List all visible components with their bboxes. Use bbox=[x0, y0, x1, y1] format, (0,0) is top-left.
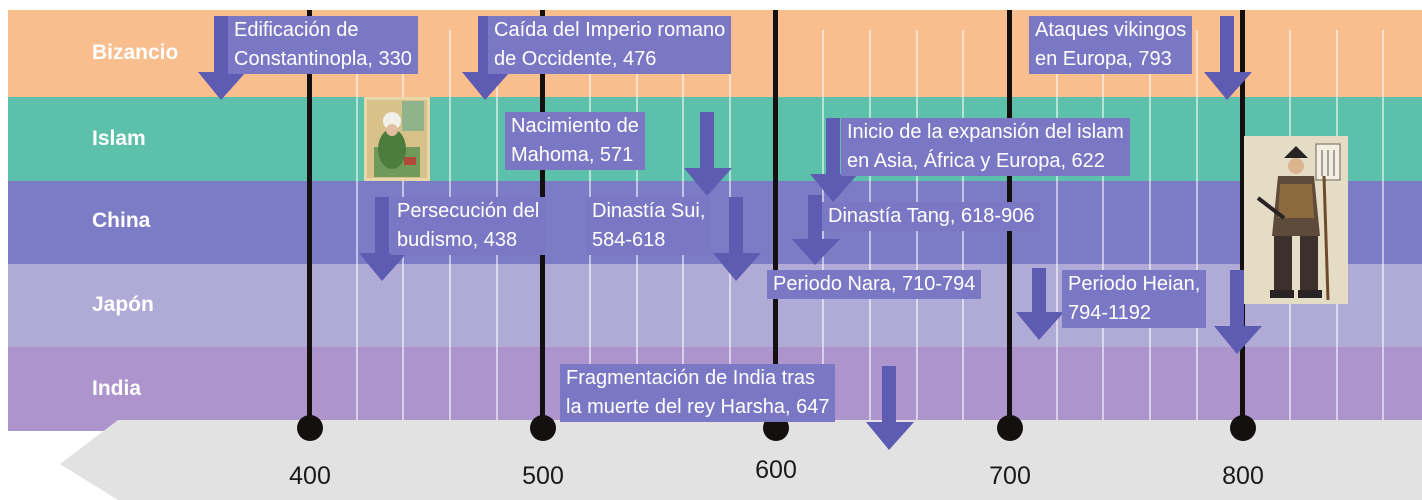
event-mahoma: Nacimiento de Mahoma, 571 bbox=[505, 112, 645, 170]
tick-label-400: 400 bbox=[289, 462, 331, 490]
arrow-india bbox=[866, 366, 914, 450]
event-imperio-romano: Caída del Imperio romano de Occidente, 4… bbox=[488, 16, 732, 74]
arrow-tang bbox=[792, 195, 840, 265]
event-sui-line-2: 584-618 bbox=[592, 229, 666, 251]
axis-dot-500 bbox=[530, 415, 556, 441]
row-label-japon: Japón bbox=[92, 293, 154, 316]
event-vikingos-line-1: Ataques vikingos bbox=[1035, 19, 1187, 41]
tick-label-700: 700 bbox=[989, 462, 1031, 490]
row-label-bizancio: Bizancio bbox=[92, 41, 179, 64]
event-nara-line-1: Periodo Nara, 710-794 bbox=[773, 273, 976, 295]
arrow-heian bbox=[1214, 270, 1262, 354]
event-india-line-1: Fragmentación de India tras bbox=[566, 367, 816, 389]
arrow-vikingos bbox=[1204, 16, 1252, 100]
century-line-800 bbox=[1240, 10, 1245, 426]
event-heian-line-2: 794-1192 bbox=[1068, 302, 1152, 324]
event-budismo-line-1: Persecución del bbox=[397, 200, 540, 222]
event-expansion-islam-line-1: Inicio de la expansión del islam bbox=[847, 121, 1124, 143]
event-tang: Dinastía Tang, 618-906 bbox=[822, 202, 1041, 231]
tick-label-500: 500 bbox=[522, 462, 564, 490]
tick-label-800: 800 bbox=[1222, 462, 1264, 490]
event-expansion-islam-line-2: en Asia, África y Europa, 622 bbox=[847, 150, 1105, 172]
axis-dot-800 bbox=[1230, 415, 1256, 441]
event-budismo-line-2: budismo, 438 bbox=[397, 229, 518, 251]
event-india: Fragmentación de India tras la muerte de… bbox=[560, 364, 836, 422]
event-constantinopla-line-1: Edificación de bbox=[234, 19, 359, 41]
band-china bbox=[8, 181, 1422, 264]
century-line-400 bbox=[307, 10, 312, 426]
row-label-india: India bbox=[92, 377, 142, 400]
event-vikingos: Ataques vikingos en Europa, 793 bbox=[1029, 16, 1193, 74]
axis-dot-400 bbox=[297, 415, 323, 441]
arrow-sui bbox=[713, 197, 761, 281]
arrow-mahoma bbox=[684, 112, 732, 196]
decade-gridline bbox=[356, 30, 358, 430]
event-sui: Dinastía Sui, 584-618 bbox=[586, 197, 712, 255]
arrow-constantinopla bbox=[198, 16, 246, 100]
arrow-imperio-romano bbox=[462, 16, 510, 100]
axis-dot-700 bbox=[997, 415, 1023, 441]
event-heian-line-1: Periodo Heian, bbox=[1068, 273, 1201, 295]
tick-label-600: 600 bbox=[755, 456, 797, 484]
band-islam bbox=[8, 97, 1422, 181]
event-constantinopla-line-2: Constantinopla, 330 bbox=[234, 48, 412, 70]
samurai-print-image bbox=[1244, 136, 1348, 304]
event-imperio-romano-line-2: de Occidente, 476 bbox=[494, 48, 657, 70]
event-india-line-2: la muerte del rey Harsha, 647 bbox=[566, 396, 830, 418]
event-imperio-romano-line-1: Caída del Imperio romano bbox=[494, 19, 726, 41]
event-budismo: Persecución del budismo, 438 bbox=[391, 197, 546, 255]
decade-gridline bbox=[1382, 30, 1384, 430]
event-vikingos-line-2: en Europa, 793 bbox=[1035, 48, 1172, 70]
arrow-budismo bbox=[359, 197, 407, 281]
decade-gridline bbox=[1196, 30, 1198, 430]
decade-gridline bbox=[1056, 30, 1058, 430]
event-mahoma-line-2: Mahoma, 571 bbox=[511, 144, 634, 166]
decade-gridline bbox=[1149, 30, 1151, 430]
event-sui-line-1: Dinastía Sui, bbox=[592, 200, 706, 222]
row-label-china: China bbox=[92, 209, 151, 232]
event-expansion-islam: Inicio de la expansión del islam en Asia… bbox=[841, 118, 1130, 176]
event-tang-line-1: Dinastía Tang, 618-906 bbox=[828, 205, 1035, 227]
row-label-islam: Islam bbox=[92, 127, 146, 150]
event-nara: Periodo Nara, 710-794 bbox=[767, 270, 982, 299]
persian-miniature-image bbox=[364, 97, 430, 181]
axis-arrow bbox=[60, 420, 1422, 500]
event-mahoma-line-1: Nacimiento de bbox=[511, 115, 639, 137]
decade-gridline bbox=[1102, 30, 1104, 430]
event-heian: Periodo Heian, 794-1192 bbox=[1062, 270, 1207, 328]
arrow-nara bbox=[1016, 268, 1064, 340]
arrow-expansion-islam bbox=[810, 118, 858, 202]
event-constantinopla: Edificación de Constantinopla, 330 bbox=[228, 16, 418, 74]
century-line-600 bbox=[773, 10, 778, 426]
